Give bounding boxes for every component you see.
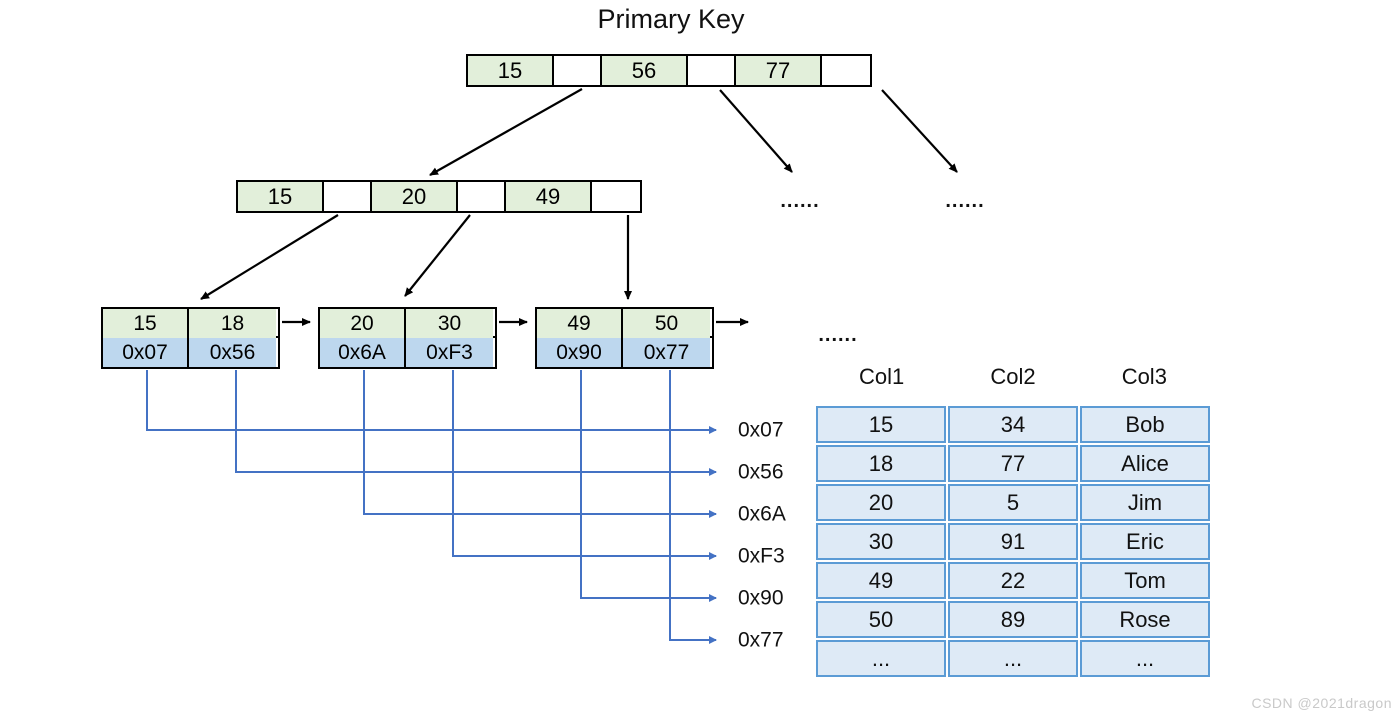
- table-row: 49 22 Tom: [816, 562, 1210, 599]
- table-row: 50 89 Rose: [816, 601, 1210, 638]
- leaf-key-row: 49 50: [537, 309, 712, 338]
- address-label: 0x77: [738, 628, 784, 652]
- leaf-address-row: 0x07 0x56: [103, 338, 278, 367]
- leaf-key-row: 15 18: [103, 309, 278, 338]
- table-cell: Alice: [1080, 445, 1210, 482]
- table-header-row: Col1 Col2 Col3: [816, 364, 1210, 390]
- pointer-line-0x56: [235, 370, 717, 476]
- leaf-key-cell: 30: [406, 309, 493, 338]
- internal-node: 15 20 49: [236, 180, 642, 213]
- leaf-address-row: 0x90 0x77: [537, 338, 712, 367]
- root-key-cell: 56: [602, 56, 688, 85]
- table-row: 30 91 Eric: [816, 523, 1210, 560]
- arrow-root-to-ellipsis-1: [719, 89, 793, 173]
- table-cell: Bob: [1080, 406, 1210, 443]
- csdn-watermark: CSDN @2021dragon: [1251, 695, 1392, 711]
- table-cell: 5: [948, 484, 1078, 521]
- table-header: Col1: [859, 364, 905, 389]
- table-cell: Rose: [1080, 601, 1210, 638]
- leaf-address-cell: 0x6A: [320, 338, 406, 367]
- leaf-address-cell: 0x90: [537, 338, 623, 367]
- pointer-line-0x77: [669, 370, 717, 644]
- leaf-key-cell: 49: [537, 309, 623, 338]
- pointer-line-0x6A: [363, 370, 717, 518]
- table-cell: 34: [948, 406, 1078, 443]
- internal-key-cell: 20: [372, 182, 458, 211]
- table-cell: Tom: [1080, 562, 1210, 599]
- root-node: 15 56 77: [466, 54, 872, 87]
- table-header: Col2: [990, 364, 1036, 389]
- data-table: 15 34 Bob 18 77 Alice 20 5 Jim 30 91 Eri…: [814, 404, 1212, 679]
- ellipsis-leaf-row: ......: [818, 324, 858, 346]
- pointer-line-0xF3: [452, 370, 717, 560]
- leaf-address-cell: 0x07: [103, 338, 189, 367]
- internal-pointer-cell: [458, 182, 506, 211]
- arrow-root-to-ellipsis-2: [881, 89, 958, 173]
- table-cell: 77: [948, 445, 1078, 482]
- leaf-key-cell: 20: [320, 309, 406, 338]
- table-row: ... ... ...: [816, 640, 1210, 677]
- address-label: 0x56: [738, 460, 784, 484]
- table-row: 20 5 Jim: [816, 484, 1210, 521]
- arrow-internal-to-leaf-1: [200, 214, 339, 300]
- leaf-key-cell: 15: [103, 309, 189, 338]
- internal-pointer-cell: [324, 182, 372, 211]
- leaf-address-cell: 0xF3: [406, 338, 493, 367]
- internal-key-cell: 15: [238, 182, 324, 211]
- table-row: 18 77 Alice: [816, 445, 1210, 482]
- internal-pointer-cell: [592, 182, 640, 211]
- leaf-node-2: 20 30 0x6A 0xF3: [318, 307, 497, 369]
- leaf-node-3: 49 50 0x90 0x77: [535, 307, 714, 369]
- diagram-title: Primary Key: [597, 4, 745, 34]
- table-cell: 49: [816, 562, 946, 599]
- leaf-address-cell: 0x77: [623, 338, 710, 367]
- leaf-key-row: 20 30: [320, 309, 495, 338]
- table-cell: 91: [948, 523, 1078, 560]
- table-cell: 15: [816, 406, 946, 443]
- table-cell: 18: [816, 445, 946, 482]
- address-label: 0x6A: [738, 502, 786, 526]
- arrow-root-to-internal: [429, 88, 583, 176]
- table-row: 15 34 Bob: [816, 406, 1210, 443]
- root-pointer-cell: [688, 56, 736, 85]
- address-label: 0x90: [738, 586, 784, 610]
- table-header: Col3: [1121, 364, 1167, 389]
- internal-key-cell: 49: [506, 182, 592, 211]
- table-cell: 89: [948, 601, 1078, 638]
- table-cell: ...: [816, 640, 946, 677]
- table-cell: Jim: [1080, 484, 1210, 521]
- table-cell: 22: [948, 562, 1078, 599]
- pointer-line-0x90: [580, 370, 717, 602]
- table-cell: Eric: [1080, 523, 1210, 560]
- table-cell: 20: [816, 484, 946, 521]
- table-cell: ...: [948, 640, 1078, 677]
- address-label: 0x07: [738, 418, 784, 442]
- root-pointer-cell: [822, 56, 870, 85]
- table-cell: 50: [816, 601, 946, 638]
- ellipsis-level2-left: ......: [780, 190, 820, 212]
- arrow-internal-to-leaf-2: [404, 214, 471, 297]
- leaf-address-cell: 0x56: [189, 338, 276, 367]
- ellipsis-level2-right: ......: [945, 190, 985, 212]
- table-cell: ...: [1080, 640, 1210, 677]
- leaf-address-row: 0x6A 0xF3: [320, 338, 495, 367]
- leaf-node-1: 15 18 0x07 0x56: [101, 307, 280, 369]
- root-key-cell: 77: [736, 56, 822, 85]
- address-label: 0xF3: [738, 544, 785, 568]
- leaf-key-cell: 50: [623, 309, 710, 338]
- leaf-key-cell: 18: [189, 309, 276, 338]
- root-pointer-cell: [554, 56, 602, 85]
- pointer-line-0x07: [146, 370, 717, 434]
- table-cell: 30: [816, 523, 946, 560]
- root-key-cell: 15: [468, 56, 554, 85]
